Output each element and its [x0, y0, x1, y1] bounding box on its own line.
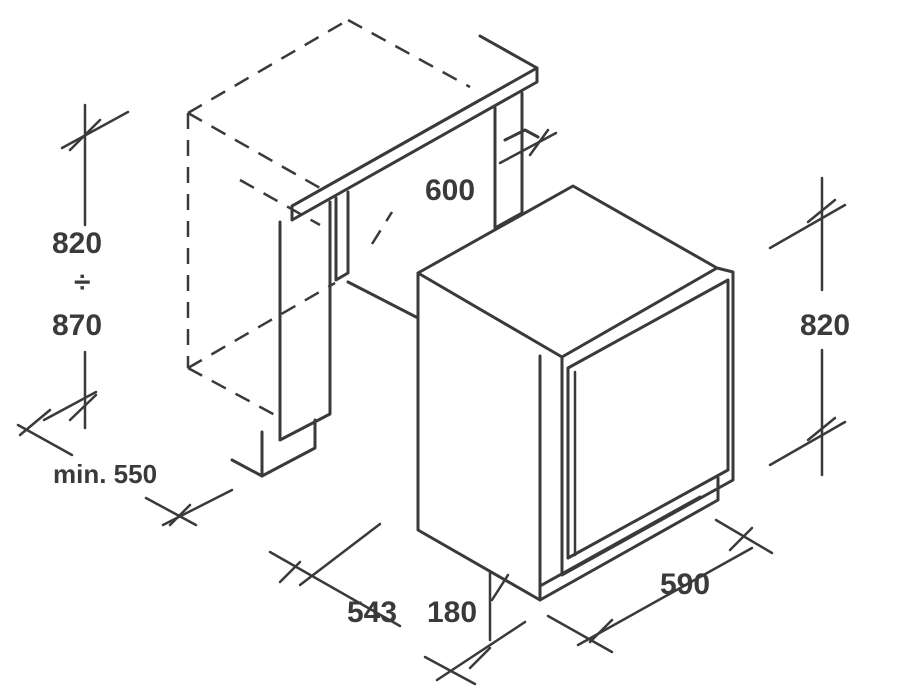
label-niche-width: 600 [425, 174, 475, 207]
dimension-niche-height [42, 103, 130, 430]
countertop [230, 34, 540, 478]
label-door-offset: 180 [427, 596, 477, 629]
label-niche-height-min: 820 [52, 227, 102, 260]
label-appliance-depth: 543 [347, 596, 397, 629]
dimension-appliance-height [768, 176, 847, 477]
dimension-niche-depth [16, 408, 234, 527]
dimension-appliance-depth [268, 522, 402, 628]
dimension-appliance-width [546, 518, 774, 654]
label-range-separator: ÷ [74, 266, 90, 299]
label-niche-height-max: 870 [52, 309, 102, 342]
niche-outline [186, 18, 471, 417]
dimension-door-offset [423, 570, 527, 686]
label-appliance-height: 820 [800, 309, 850, 342]
label-niche-depth-min: min. 550 [53, 459, 157, 489]
label-appliance-width: 590 [660, 568, 710, 601]
appliance-body [416, 184, 735, 602]
dimension-niche-width [498, 128, 558, 165]
